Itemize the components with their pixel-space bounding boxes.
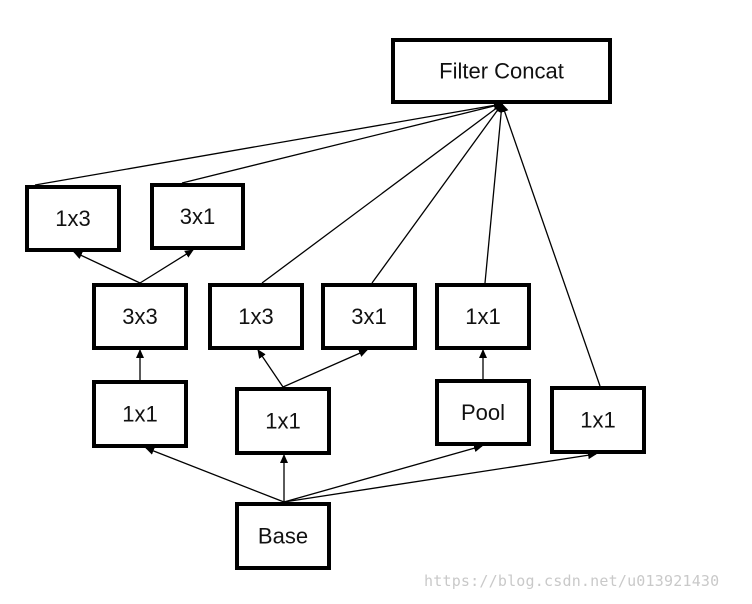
node-label: 3x1 [180,204,215,229]
edge-base-to-left-1x1 [145,447,285,503]
edge-mid-1x1-to-mid-3x1 [282,349,368,388]
node-label: 1x1 [122,402,157,427]
edge-base-to-right-1x1 [283,451,597,503]
node-label: Base [258,524,308,549]
node-label: 1x1 [465,304,500,329]
edge-pool-1x1-to-filter-concat [484,103,506,284]
node-left-3x1: 3x1 [150,183,245,250]
node-label: Pool [461,400,505,425]
edge-left-1x3-to-filter-concat [34,101,503,186]
edge-right-1x1-to-filter-concat [500,103,601,387]
node-filter-concat: Filter Concat [391,38,612,104]
edge-mid-1x3-to-filter-concat [261,103,503,284]
node-right-1x1: 1x1 [550,386,646,454]
edges [34,101,601,503]
watermark: https://blog.csdn.net/u013921430 [424,572,720,590]
edge-mid-1x1-to-mid-1x3 [257,349,284,388]
node-left-1x3: 1x3 [25,185,121,252]
edge-left-3x3-to-left-3x1 [139,249,194,284]
node-mid-3x1: 3x1 [321,283,417,350]
edge-mid-3x1-to-filter-concat [371,103,503,284]
node-left-1x1: 1x1 [92,380,188,448]
node-label: 1x1 [265,409,300,434]
node-pool: Pool [435,379,531,446]
edge-left-3x1-to-filter-concat [181,102,503,184]
node-label: 1x3 [55,206,90,231]
node-label: 3x1 [351,304,386,329]
node-label: Filter Concat [439,59,564,84]
edge-base-to-pool [283,444,483,503]
node-base: Base [235,502,331,570]
node-left-3x3: 3x3 [92,283,188,350]
node-label: 3x3 [122,304,157,329]
edge-left-3x3-to-left-1x3 [73,251,141,284]
node-label: 1x1 [580,408,615,433]
node-label: 1x3 [238,304,273,329]
node-mid-1x1: 1x1 [235,387,331,455]
node-mid-1x3: 1x3 [208,283,304,350]
node-pool-1x1: 1x1 [435,283,531,350]
